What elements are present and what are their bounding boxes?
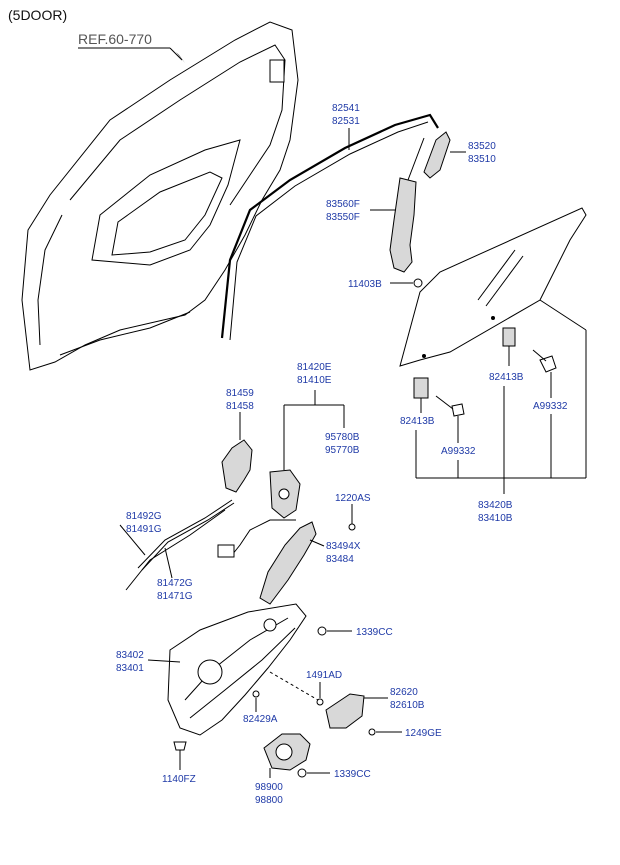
bolt-icon — [173, 741, 187, 751]
inside-handle[interactable]: 82620 82610B — [325, 687, 425, 729]
bolt-a99332-left-label: A99332 — [441, 446, 476, 457]
latch-bolt-icon — [278, 488, 290, 500]
door-hinge-icon — [269, 59, 285, 83]
latch-callout[interactable]: 81420E 81410E — [283, 362, 345, 470]
outer-weatherstrip[interactable]: 83520 83510 — [423, 131, 496, 179]
motor-label-2: 98800 — [255, 795, 283, 806]
glass-clip-lower-label: 82413B — [400, 416, 435, 427]
handle-label-2: 82610B — [390, 700, 425, 711]
screw-1220as[interactable]: 1220AS — [335, 493, 371, 531]
glass-clip-lower[interactable]: 82413B — [400, 377, 435, 427]
screw-icon — [348, 523, 356, 531]
outer-strip-label-2: 83510 — [468, 154, 496, 165]
bolt-1491ad-label: 1491AD — [306, 670, 342, 681]
ref-arrow-icon — [176, 52, 185, 63]
nut-icon — [317, 626, 327, 636]
nut-1339cc-lower[interactable]: 1339CC — [297, 768, 371, 780]
rod-upper-label-2: 81491G — [126, 524, 162, 535]
actuator[interactable]: 95780B 95770B — [217, 432, 360, 558]
glass-channel-label-1: 82541 — [332, 103, 360, 114]
nut-1339cc-lower-label: 1339CC — [334, 769, 371, 780]
rod-lower-label-2: 81471G — [157, 591, 193, 602]
run-channel-label-1: 83560F — [326, 199, 360, 210]
door-latch[interactable] — [269, 469, 301, 519]
motor-gear-icon — [275, 743, 293, 761]
bolt-a99332-right[interactable]: A99332 — [532, 349, 568, 412]
bolt-82429a[interactable]: 82429A — [243, 690, 278, 725]
regulator-pulley-icon — [197, 659, 223, 685]
screw-icon — [368, 728, 376, 736]
ref-leader — [169, 47, 183, 61]
clip-icon — [502, 327, 516, 347]
glass-channel-label-2: 82531 — [332, 116, 360, 127]
bolt-icon — [316, 698, 324, 706]
window-motor[interactable]: 98900 98800 — [255, 733, 311, 806]
bolt-icon — [451, 403, 465, 417]
glass-hole-icon — [422, 354, 426, 358]
clip-icon — [413, 377, 429, 399]
ref-callout[interactable]: REF.60-770 — [78, 31, 185, 63]
screw-icon — [413, 278, 423, 288]
latch-cover-label-1: 81459 — [226, 388, 254, 399]
window-regulator[interactable]: 83402 83401 — [116, 603, 307, 736]
latch-cover-label-2: 81458 — [226, 401, 254, 412]
latch-assy-label-1: 81420E — [297, 362, 332, 373]
checker-label-1: 83494X — [326, 541, 361, 552]
nut-1339cc-upper-label: 1339CC — [356, 627, 393, 638]
rod-upper-label-1: 81492G — [126, 511, 162, 522]
glass-assy-label-2: 83410B — [478, 513, 513, 524]
regulator-roller-icon — [263, 618, 277, 632]
actuator-label-2: 95770B — [325, 445, 360, 456]
bolt-a99332-left[interactable]: A99332 — [435, 395, 476, 457]
handle-label-1: 82620 — [390, 687, 418, 698]
regulator-label-1: 83402 — [116, 650, 144, 661]
door-glass[interactable] — [399, 207, 587, 367]
latch-cover[interactable]: 81459 81458 — [221, 388, 254, 493]
bolt-82429a-label: 82429A — [243, 714, 278, 725]
bolt-icon — [539, 355, 557, 373]
bolt-a99332-right-label: A99332 — [533, 401, 568, 412]
glass-assy-label-1: 83420B — [478, 500, 513, 511]
glass-clip-upper-label: 82413B — [489, 372, 524, 383]
bolt-icon — [252, 690, 260, 698]
door-panel — [21, 21, 299, 371]
regulator-label-2: 83401 — [116, 663, 144, 674]
rod-upper[interactable]: 81492G 81491G — [119, 499, 235, 571]
run-channel[interactable]: 83560F 83550F — [326, 137, 425, 273]
glass-hole-icon — [491, 316, 495, 320]
rod-lower-label-1: 81472G — [157, 578, 193, 589]
bolt-1140fz-label: 1140FZ — [162, 774, 196, 785]
glass-assy-callout[interactable]: 83420B 83410B — [415, 299, 587, 524]
screw-1249ge[interactable]: 1249GE — [368, 728, 442, 739]
rod-lower[interactable]: 81472G 81471G — [125, 509, 226, 602]
outer-strip-label-1: 83520 — [468, 141, 496, 152]
run-channel-label-2: 83550F — [326, 212, 360, 223]
ref-label: REF.60-770 — [78, 31, 152, 47]
screw-1220as-label: 1220AS — [335, 493, 371, 504]
latch-assy-label-2: 81410E — [297, 375, 332, 386]
screw-1249ge-label: 1249GE — [405, 728, 442, 739]
bolt-1140fz[interactable]: 1140FZ — [162, 741, 196, 785]
glass-channel[interactable]: 82541 82531 — [220, 103, 439, 341]
nut-1339cc-upper[interactable]: 1339CC — [317, 626, 393, 638]
actuator-label-1: 95780B — [325, 432, 360, 443]
bolt-1491ad[interactable]: 1491AD — [269, 670, 342, 706]
glass-clip-upper[interactable]: 82413B — [489, 327, 524, 383]
diagram-title: (5DOOR) — [8, 7, 67, 23]
motor-label-1: 98900 — [255, 782, 283, 793]
checker-label-2: 83484 — [326, 554, 354, 565]
nut-icon — [297, 768, 307, 778]
screw-11403b[interactable]: 11403B — [348, 278, 423, 290]
door-checker[interactable]: 83494X 83484 — [259, 521, 361, 605]
screw-11403b-label: 11403B — [348, 279, 382, 290]
connector-icon — [217, 544, 235, 558]
